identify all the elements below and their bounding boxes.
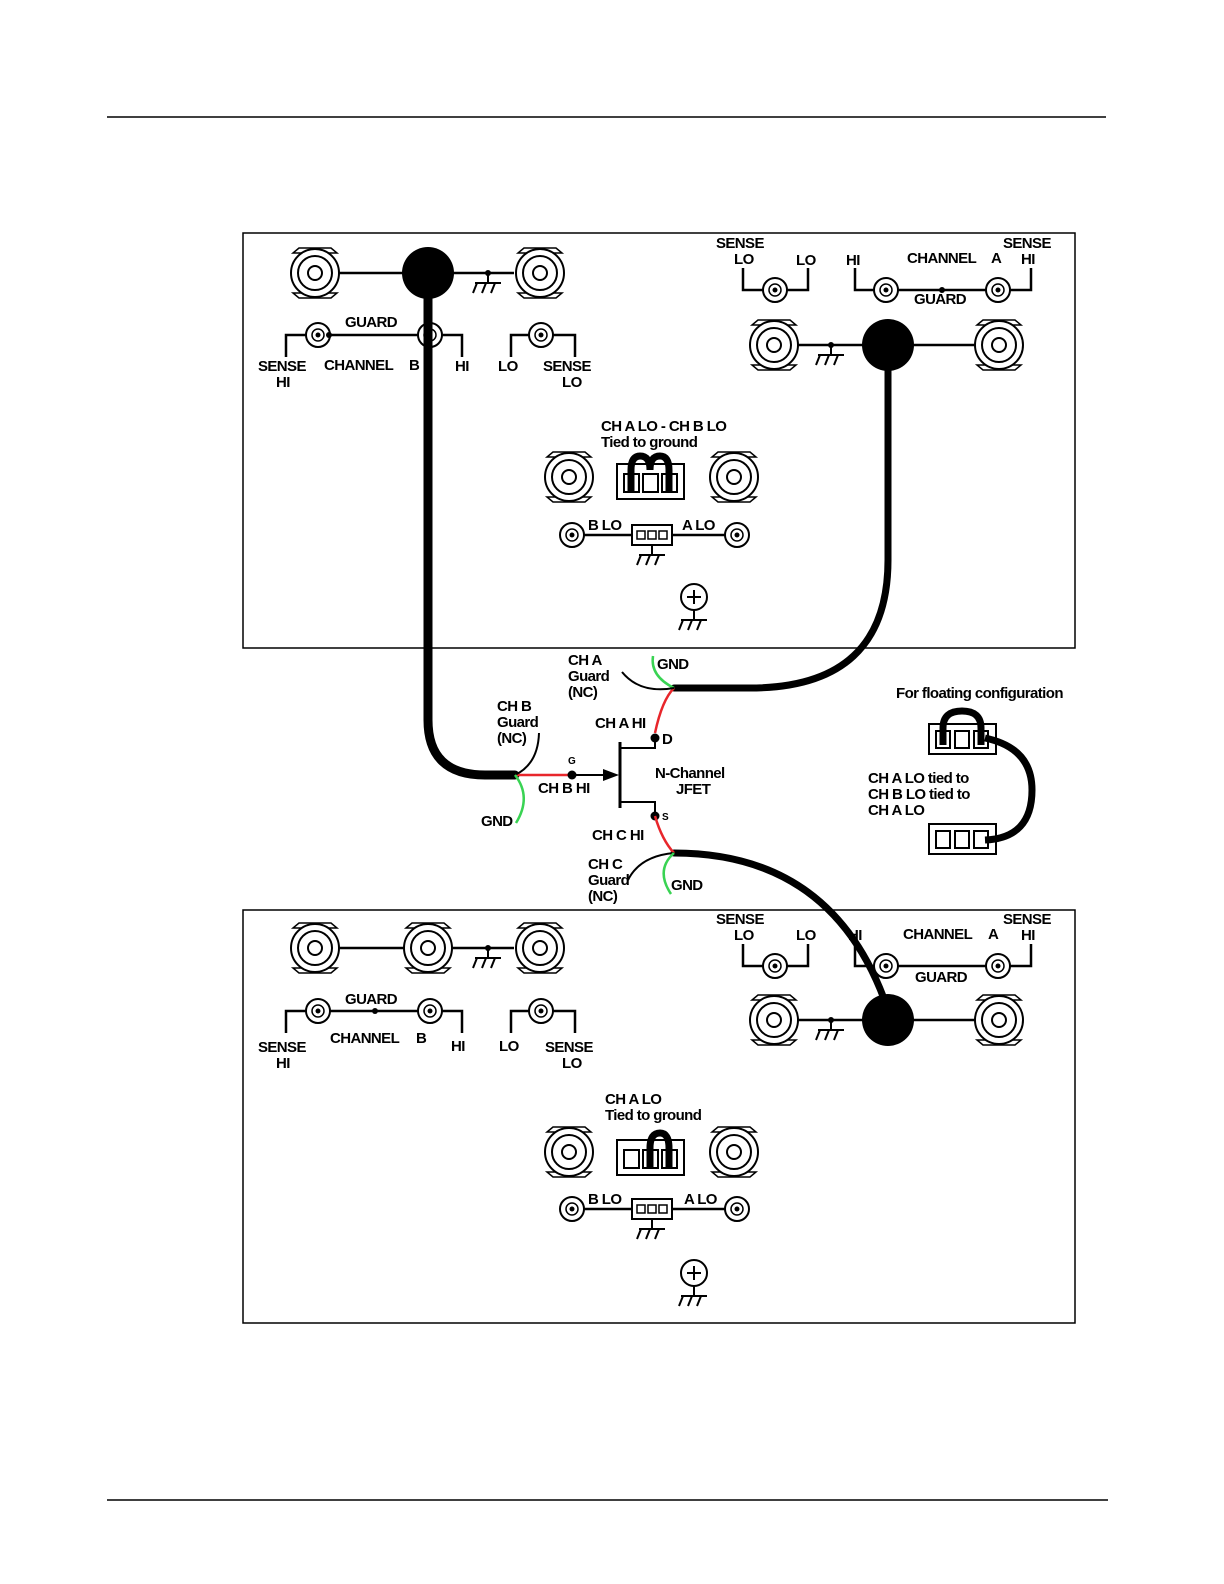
ch-a-channel-label: CHANNEL bbox=[907, 250, 977, 267]
gate-label: G bbox=[568, 756, 576, 767]
svg-text:HI: HI bbox=[455, 358, 469, 375]
svg-text:B: B bbox=[416, 1030, 427, 1047]
svg-text:A: A bbox=[988, 926, 999, 943]
svg-text:HI: HI bbox=[846, 252, 860, 269]
svg-text:Tied to ground: Tied to ground bbox=[605, 1107, 702, 1124]
svg-text:LO: LO bbox=[562, 1055, 583, 1072]
svg-text:CH A: CH A bbox=[568, 652, 602, 669]
svg-text:GUARD: GUARD bbox=[345, 991, 398, 1008]
top-instrument-panel: GUARD SENSE HI CHANNEL B HI LO SENSE LO … bbox=[242, 232, 1076, 649]
svg-text:(NC): (NC) bbox=[568, 684, 598, 701]
svg-text:CHANNEL: CHANNEL bbox=[330, 1030, 400, 1047]
svg-text:B: B bbox=[409, 357, 420, 374]
svg-text:LO: LO bbox=[734, 927, 755, 944]
cable-connector-ch-b bbox=[402, 247, 454, 299]
ch-b-sense-hi-label: SENSE bbox=[258, 358, 306, 375]
top-jumper-note: CH A LO - CH B LO bbox=[601, 418, 727, 435]
svg-text:B LO: B LO bbox=[588, 517, 622, 534]
ch-c-cable bbox=[670, 849, 892, 1014]
bottom-jumper-note: CH A LO bbox=[605, 1091, 662, 1108]
svg-text:HI: HI bbox=[276, 374, 290, 391]
ch-a-sense-lo-label: SENSE bbox=[716, 235, 764, 252]
ch-b-hi-label: CH B HI bbox=[538, 780, 590, 797]
cable-connector-ch-c bbox=[862, 994, 914, 1046]
jumper-wire bbox=[646, 1129, 673, 1168]
svg-text:HI: HI bbox=[1021, 251, 1035, 268]
svg-text:(NC): (NC) bbox=[588, 888, 618, 905]
svg-text:HI: HI bbox=[276, 1055, 290, 1072]
jumper-wire bbox=[627, 452, 673, 492]
svg-text:CH B: CH B bbox=[497, 698, 532, 715]
svg-text:CH B LO tied to: CH B LO tied to bbox=[868, 786, 970, 803]
svg-text:B LO: B LO bbox=[588, 1191, 622, 1208]
svg-text:SENSE: SENSE bbox=[1003, 911, 1051, 928]
gnd-b-label: GND bbox=[481, 813, 513, 830]
svg-text:LO: LO bbox=[796, 252, 817, 269]
svg-text:Guard: Guard bbox=[568, 668, 610, 685]
svg-text:SENSE: SENSE bbox=[258, 1039, 306, 1056]
cable-connector-ch-a bbox=[862, 319, 914, 371]
svg-text:GUARD: GUARD bbox=[915, 969, 968, 986]
floating-configuration: For floating configuration CH A LO tied … bbox=[868, 685, 1064, 855]
source-label: S bbox=[662, 812, 669, 823]
svg-text:HI: HI bbox=[451, 1038, 465, 1055]
svg-text:LO: LO bbox=[796, 927, 817, 944]
bnc-connector bbox=[974, 319, 1024, 371]
svg-text:SENSE: SENSE bbox=[545, 1039, 593, 1056]
floating-jumper-cable bbox=[984, 734, 1036, 844]
svg-text:A: A bbox=[991, 250, 1002, 267]
jfet-label: N-Channel bbox=[655, 765, 725, 782]
svg-text:(NC): (NC) bbox=[497, 730, 527, 747]
svg-text:CHANNEL: CHANNEL bbox=[903, 926, 973, 943]
gnd-c-label: GND bbox=[671, 877, 703, 894]
drain-label: D bbox=[662, 731, 673, 748]
svg-text:SENSE: SENSE bbox=[716, 911, 764, 928]
ch-a-guard-label: GUARD bbox=[914, 291, 967, 308]
ch-c-hi-label: CH C HI bbox=[592, 827, 644, 844]
svg-text:A LO: A LO bbox=[684, 1191, 718, 1208]
floating-title: For floating configuration bbox=[896, 685, 1063, 702]
gnd-a-label: GND bbox=[657, 656, 689, 673]
ch-a-hi-label: CH A HI bbox=[595, 715, 646, 732]
floating-note: CH A LO tied to bbox=[868, 770, 969, 787]
ch-b-guard-label: GUARD bbox=[345, 314, 398, 331]
bnc-connector bbox=[515, 247, 565, 299]
ch-b-cable bbox=[423, 285, 520, 780]
bnc-connector bbox=[749, 319, 799, 371]
ch-a-cable bbox=[670, 356, 892, 692]
ch-b-sense-lo-label: SENSE bbox=[543, 358, 591, 375]
bnc-connector bbox=[290, 247, 340, 299]
svg-text:HI: HI bbox=[1021, 927, 1035, 944]
svg-text:Guard: Guard bbox=[588, 872, 630, 889]
ch-a-sense-hi-label: SENSE bbox=[1003, 235, 1051, 252]
svg-text:Guard: Guard bbox=[497, 714, 539, 731]
svg-text:Tied to ground: Tied to ground bbox=[601, 434, 698, 451]
svg-text:CH C: CH C bbox=[588, 856, 623, 873]
svg-text:JFET: JFET bbox=[676, 781, 711, 798]
svg-text:A LO: A LO bbox=[682, 517, 716, 534]
svg-text:LO: LO bbox=[734, 251, 755, 268]
svg-text:LO: LO bbox=[498, 358, 519, 375]
ch-b-channel-label: CHANNEL bbox=[324, 357, 394, 374]
svg-text:CH A LO: CH A LO bbox=[868, 802, 925, 819]
jfet-wiring: CH A Guard (NC) GND CH A HI CH B Guard (… bbox=[481, 652, 726, 905]
svg-text:LO: LO bbox=[499, 1038, 520, 1055]
bottom-instrument-panel: GUARD SENSE HI CHANNEL B HI LO SENSE LO … bbox=[242, 909, 1076, 1324]
svg-text:LO: LO bbox=[562, 374, 583, 391]
